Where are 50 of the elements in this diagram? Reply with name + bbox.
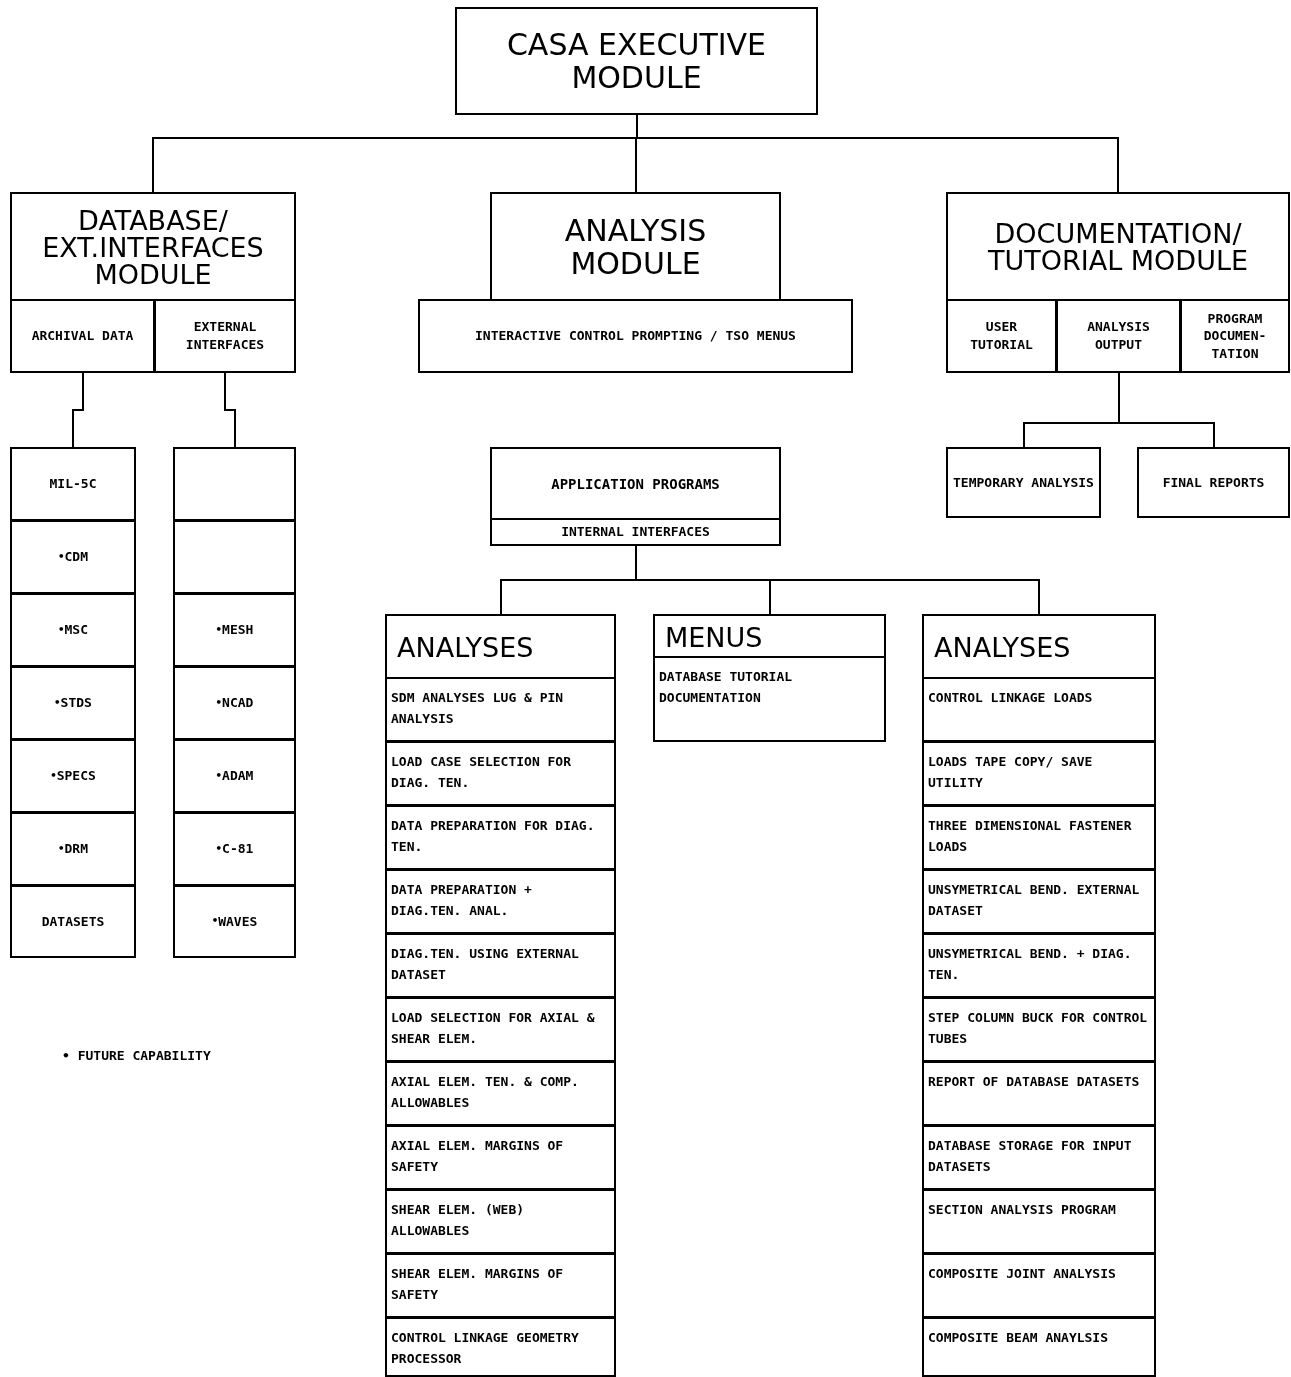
module-box: [10, 192, 296, 373]
list-entry: DATA PREPARATION + DIAG.TEN. ANAL.: [385, 869, 616, 934]
list-entry: USER TUTORIAL: [946, 299, 1057, 373]
list-entry: COMPOSITE JOINT ANALYSIS: [922, 1253, 1156, 1318]
module-box: ANALYSIS MODULE: [490, 192, 781, 301]
connector-line: [1118, 372, 1215, 448]
list-entry: DIAG.TEN. USING EXTERNAL DATASET: [385, 933, 616, 998]
list-entry: FINAL REPORTS: [1137, 447, 1290, 518]
analysis-list: [385, 614, 616, 1377]
list-entry: UNSYMETRICAL BEND. EXTERNAL DATASET: [922, 869, 1156, 934]
list-entry: UNSYMETRICAL BEND. + DIAG. TEN.: [922, 933, 1156, 998]
list-entry: SECTION ANALYSIS PROGRAM: [922, 1189, 1156, 1254]
empty-box: [173, 520, 296, 594]
list-entry: CONTROL LINKAGE LOADS: [922, 677, 1156, 742]
box-heading: DOCUMENTATION/ TUTORIAL MODULE: [987, 217, 1249, 278]
list-entry: DATA PREPARATION FOR DIAG. TEN.: [385, 805, 616, 870]
menu-bar: INTERACTIVE CONTROL PROMPTING / TSO MENUS: [418, 299, 853, 373]
list-entry: ANALYSIS OUTPUT: [1056, 299, 1181, 373]
list-entry: REPORT OF DATABASE DATASETS: [922, 1061, 1156, 1126]
list-entry: AXIAL ELEM. TEN. & COMP. ALLOWABLES: [385, 1061, 616, 1126]
module-box: [946, 192, 1290, 373]
analysis-list: [922, 614, 1156, 1377]
box-heading: DATABASE/ EXT.INTERFACES MODULE: [41, 203, 265, 292]
list-entry: LOAD SELECTION FOR AXIAL & SHEAR ELEM.: [385, 997, 616, 1062]
list-entry: TEMPORARY ANALYSIS: [946, 447, 1101, 518]
empty-box: [173, 447, 296, 521]
module-box: CASA EXECUTIVE MODULE: [455, 7, 818, 115]
list-entry: EXTERNAL INTERFACES: [154, 299, 296, 373]
list-entry: THREE DIMENSIONAL FASTENER LOADS: [922, 805, 1156, 870]
list-entry: AXIAL ELEM. MARGINS OF SAFETY: [385, 1125, 616, 1190]
program-box: [490, 447, 781, 546]
list-entry: ARCHIVAL DATA: [10, 299, 155, 373]
list-entry: SHEAR ELEM. MARGINS OF SAFETY: [385, 1253, 616, 1318]
list-entry: MIL-5C: [10, 447, 136, 521]
list-entry: STEP COLUMN BUCK FOR CONTROL TUBES: [922, 997, 1156, 1062]
list-entry: SHEAR ELEM. (WEB) ALLOWABLES: [385, 1189, 616, 1254]
box-heading: ANALYSES: [933, 630, 1072, 665]
connector-line: [72, 372, 84, 448]
footnote: • FUTURE CAPABILITY: [62, 1048, 211, 1063]
menu-list: [653, 614, 886, 742]
list-entry: DATABASE STORAGE FOR INPUT DATASETS: [922, 1125, 1156, 1190]
box-heading: ANALYSES: [396, 630, 535, 665]
box-heading: MENUS: [664, 620, 764, 655]
list-entry: LOADS TAPE COPY/ SAVE UTILITY: [922, 741, 1156, 806]
list-entry: SDM ANALYSES LUG & PIN ANALYSIS: [385, 677, 616, 742]
connector-line: [224, 372, 236, 448]
list-entry: PROGRAM DOCUMEN- TATION: [1180, 299, 1290, 373]
list-entry: LOAD CASE SELECTION FOR DIAG. TEN.: [385, 741, 616, 806]
box-heading: APPLICATION PROGRAMS: [550, 475, 721, 494]
list-entry: DATASETS: [10, 885, 136, 958]
